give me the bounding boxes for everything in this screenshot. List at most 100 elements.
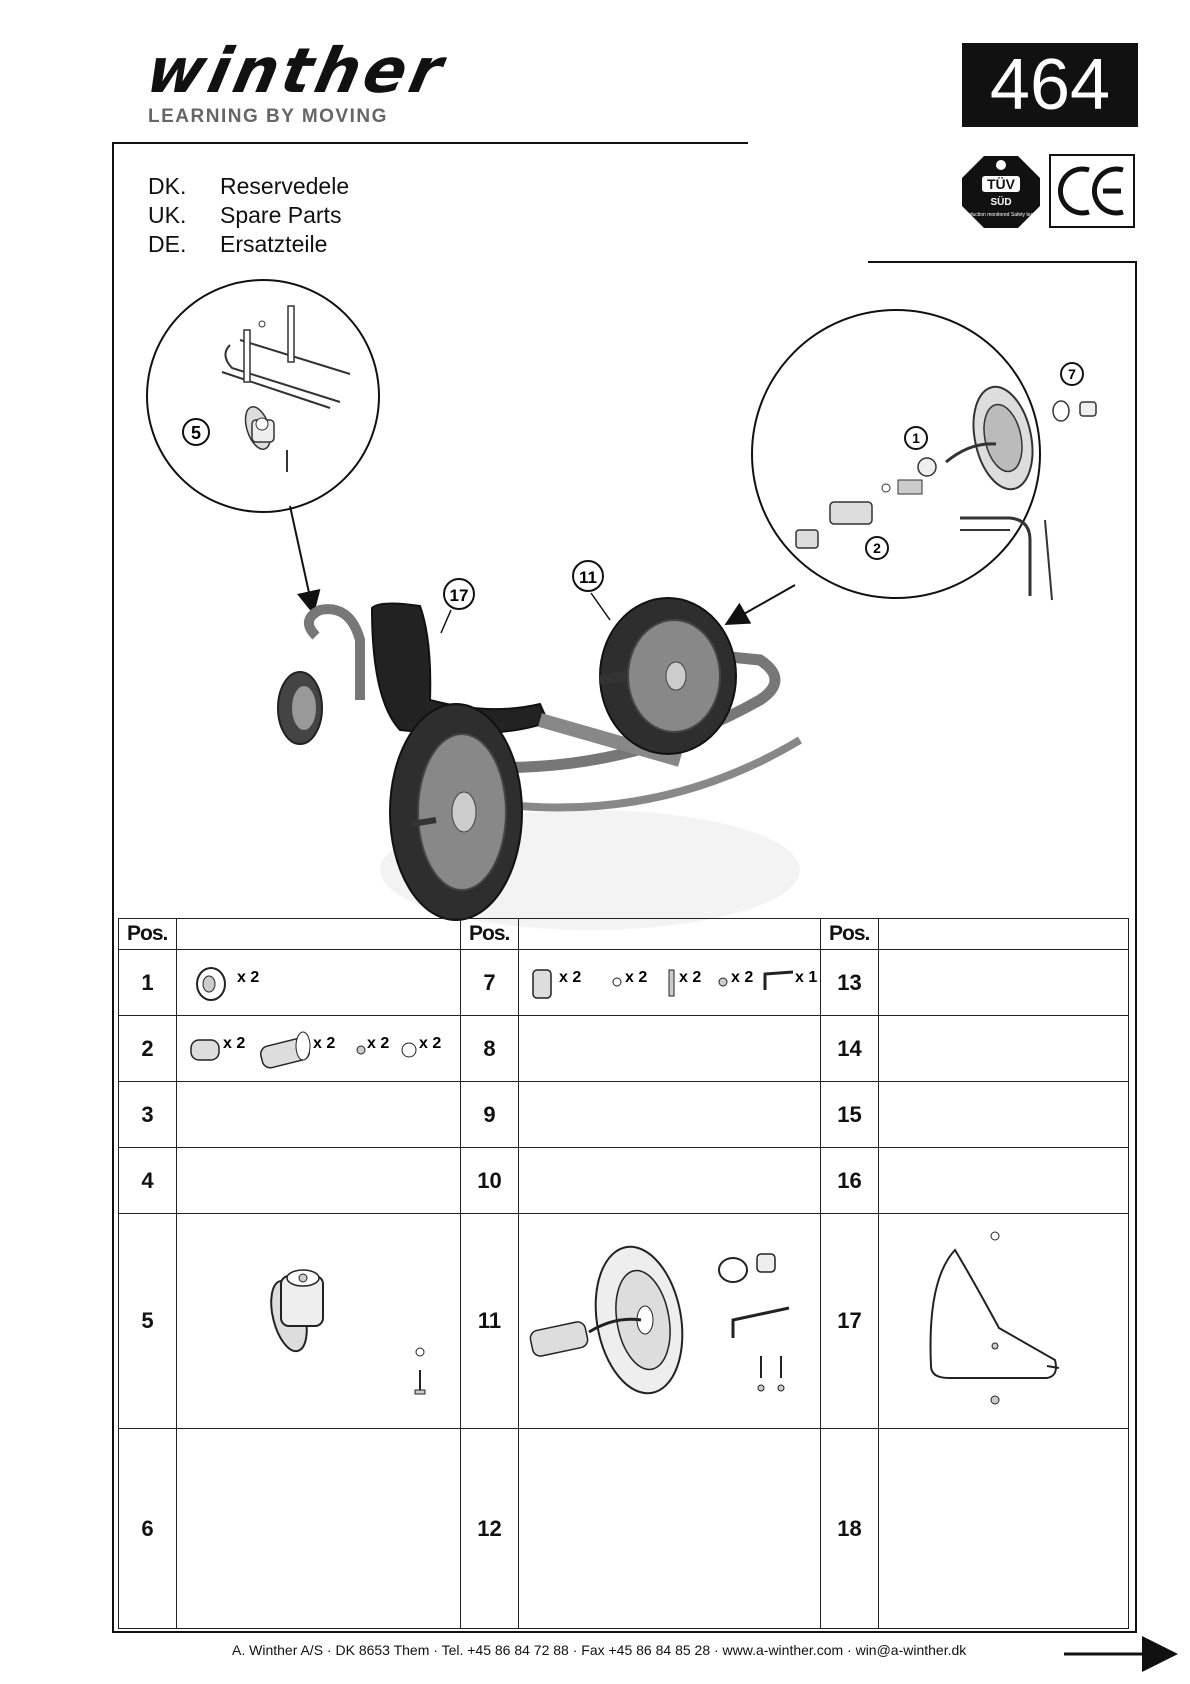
part-image-cell bbox=[518, 1428, 821, 1629]
callout-5-badge bbox=[182, 418, 210, 446]
pos-number: 5 bbox=[118, 1213, 177, 1429]
table-header-row: Pos. Pos. Pos. bbox=[118, 918, 1129, 950]
pos-number: 2 bbox=[118, 1015, 177, 1082]
part-image-cell bbox=[518, 1015, 821, 1082]
parts-table: Pos. Pos. Pos. 1 x 2 7 x 2 x 2 x 2 x 2 bbox=[118, 918, 1129, 1629]
image-header bbox=[518, 918, 821, 950]
language-row-uk: UK. Spare Parts bbox=[148, 201, 349, 230]
tuv-certification-icon: TÜV SÜD Production monitored Safety test… bbox=[962, 156, 1040, 228]
tuv-text: TÜV bbox=[987, 176, 1016, 192]
part-image-cell bbox=[518, 1147, 821, 1214]
language-row-de: DE. Ersatzteile bbox=[148, 230, 349, 259]
svg-text:x 2: x 2 bbox=[679, 969, 701, 986]
svg-text:x 2: x 2 bbox=[367, 1035, 389, 1052]
wheel-assembly-icon bbox=[529, 1245, 790, 1395]
pos-header: Pos. bbox=[460, 918, 519, 950]
tuv-sub: SÜD bbox=[990, 195, 1011, 208]
company-contact-footer: A. Winther A/S · DK 8653 Them · Tel. +45… bbox=[232, 1642, 967, 1658]
page-frame bbox=[112, 142, 1137, 1633]
castor-arrow bbox=[289, 505, 321, 615]
table-row: 4 10 16 bbox=[118, 1147, 1129, 1214]
callout-7-badge bbox=[1060, 362, 1084, 386]
part-image-cell bbox=[878, 1081, 1129, 1148]
callout-11-badge bbox=[572, 560, 604, 592]
language-row-dk: DK. Reservedele bbox=[148, 172, 349, 201]
tuv-caption: Production monitored Safety tested bbox=[962, 212, 1040, 218]
part-image-cell bbox=[518, 1081, 821, 1148]
part-image-cell bbox=[878, 1213, 1129, 1429]
pos-header: Pos. bbox=[118, 918, 177, 950]
callout-1-badge bbox=[904, 426, 928, 450]
language-list: DK. Reservedele UK. Spare Parts DE. Ersa… bbox=[148, 172, 349, 259]
pos-number: 12 bbox=[460, 1428, 519, 1629]
trike-illustration: 17 11 bbox=[277, 560, 803, 930]
language-code: DK. bbox=[148, 173, 187, 199]
svg-text:x 2: x 2 bbox=[419, 1035, 441, 1052]
part-image-cell bbox=[176, 1081, 461, 1148]
pos-number: 4 bbox=[118, 1147, 177, 1214]
wheel-arrow bbox=[724, 584, 796, 625]
language-title: Spare Parts bbox=[220, 202, 342, 228]
language-code: UK. bbox=[148, 202, 187, 228]
part-image-cell bbox=[878, 1428, 1129, 1629]
part-image-cell bbox=[176, 1147, 461, 1214]
pos-number: 7 bbox=[460, 949, 519, 1016]
svg-text:x 2: x 2 bbox=[223, 1035, 245, 1052]
pos-number: 10 bbox=[460, 1147, 519, 1214]
pos-number: 16 bbox=[820, 1147, 879, 1214]
brand-tagline: LEARNING BY MOVING bbox=[148, 106, 388, 127]
svg-text:x 2: x 2 bbox=[559, 969, 581, 986]
model-number: 464 bbox=[962, 43, 1138, 127]
wheel-detail-view: 1 2 7 bbox=[751, 309, 1097, 601]
part-image-cell: x 2 x 2 x 2 x 2 x 1 bbox=[518, 949, 821, 1016]
svg-text:x 1: x 1 bbox=[795, 969, 817, 986]
image-header bbox=[878, 918, 1129, 950]
quantity-label: x 2 bbox=[237, 969, 259, 986]
pos-number: 13 bbox=[820, 949, 879, 1016]
language-title: Reservedele bbox=[220, 173, 350, 199]
washer-cap-icon: x 2 bbox=[196, 967, 259, 1001]
callout-17: 17 bbox=[450, 586, 469, 605]
bearing-set-icon: x 2 x 2 x 2 x 2 bbox=[190, 1031, 441, 1069]
table-row: 5 11 bbox=[118, 1213, 1129, 1429]
table-row: 3 9 15 bbox=[118, 1081, 1129, 1148]
table-row: 6 12 18 bbox=[118, 1428, 1129, 1629]
svg-text:x 2: x 2 bbox=[731, 969, 753, 986]
language-code: DE. bbox=[148, 231, 187, 257]
castor-detail-view: 5 bbox=[146, 279, 380, 513]
svg-text:x 2: x 2 bbox=[625, 969, 647, 986]
callout-2: 2 bbox=[873, 540, 881, 556]
callout-11: 11 bbox=[579, 568, 597, 587]
pos-number: 11 bbox=[460, 1213, 519, 1429]
callout-7: 7 bbox=[1068, 366, 1076, 382]
pos-number: 17 bbox=[820, 1213, 879, 1429]
axle-fittings-icon: x 2 x 2 x 2 x 2 x 1 bbox=[532, 969, 817, 999]
pos-number: 3 bbox=[118, 1081, 177, 1148]
castor-wheel-icon bbox=[270, 1269, 426, 1395]
image-header bbox=[176, 918, 461, 950]
pos-number: 8 bbox=[460, 1015, 519, 1082]
language-title: Ersatzteile bbox=[220, 231, 328, 257]
table-row: 2 x 2 x 2 x 2 x 2 8 14 bbox=[118, 1015, 1129, 1082]
part-image-cell bbox=[878, 1147, 1129, 1214]
callout-2-badge bbox=[865, 536, 889, 560]
pos-number: 14 bbox=[820, 1015, 879, 1082]
pos-header: Pos. bbox=[820, 918, 879, 950]
part-image-cell bbox=[878, 949, 1129, 1016]
seat-icon bbox=[929, 1231, 1060, 1405]
table-row: 1 x 2 7 x 2 x 2 x 2 x 2 x 1 13 bbox=[118, 949, 1129, 1016]
pos-number: 15 bbox=[820, 1081, 879, 1148]
part-image-cell bbox=[176, 1428, 461, 1629]
pos-number: 1 bbox=[118, 949, 177, 1016]
part-image-cell: x 2 x 2 x 2 x 2 bbox=[176, 1015, 461, 1082]
callout-1: 1 bbox=[912, 430, 920, 446]
svg-text:x 2: x 2 bbox=[313, 1035, 335, 1052]
ce-mark-icon: CE bbox=[1049, 154, 1135, 228]
pos-number: 18 bbox=[820, 1428, 879, 1629]
part-image-cell bbox=[176, 1213, 461, 1429]
part-image-cell: x 2 bbox=[176, 949, 461, 1016]
callout-5: 5 bbox=[191, 423, 201, 443]
callout-17-badge bbox=[443, 578, 475, 610]
part-image-cell bbox=[878, 1015, 1129, 1082]
